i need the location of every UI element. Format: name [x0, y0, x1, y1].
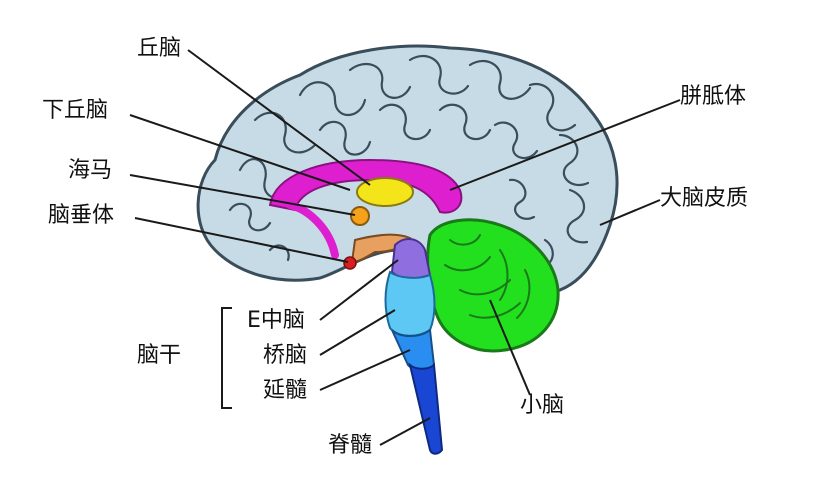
- label-spinal-cord: 脊髓: [328, 435, 372, 457]
- label-thalamus: 丘脑: [137, 38, 181, 60]
- brainstem-bracket: [222, 308, 232, 408]
- label-pituitary: 脑垂体: [48, 205, 114, 227]
- label-hypothalamus: 下丘脑: [42, 100, 108, 122]
- label-medulla: 延髓: [263, 380, 307, 402]
- spinal-cord-shape: [410, 365, 442, 454]
- medulla-shape: [392, 330, 434, 370]
- label-cerebral-cortex: 大脑皮质: [660, 188, 748, 210]
- leader-spinal-cord: [380, 418, 430, 445]
- pons-shape: [386, 272, 435, 336]
- leader-medulla: [320, 350, 410, 390]
- leader-pons: [320, 310, 395, 355]
- label-hippocampus: 海马: [68, 160, 112, 182]
- hippocampus-shape: [351, 207, 369, 225]
- label-midbrain: E中脑: [247, 310, 305, 332]
- label-brainstem: 脑干: [137, 345, 181, 367]
- label-pons: 桥脑: [263, 345, 307, 367]
- label-cerebellum: 小脑: [520, 395, 564, 417]
- label-corpus-callosum: 胼胝体: [680, 86, 746, 108]
- pituitary-shape: [344, 257, 356, 269]
